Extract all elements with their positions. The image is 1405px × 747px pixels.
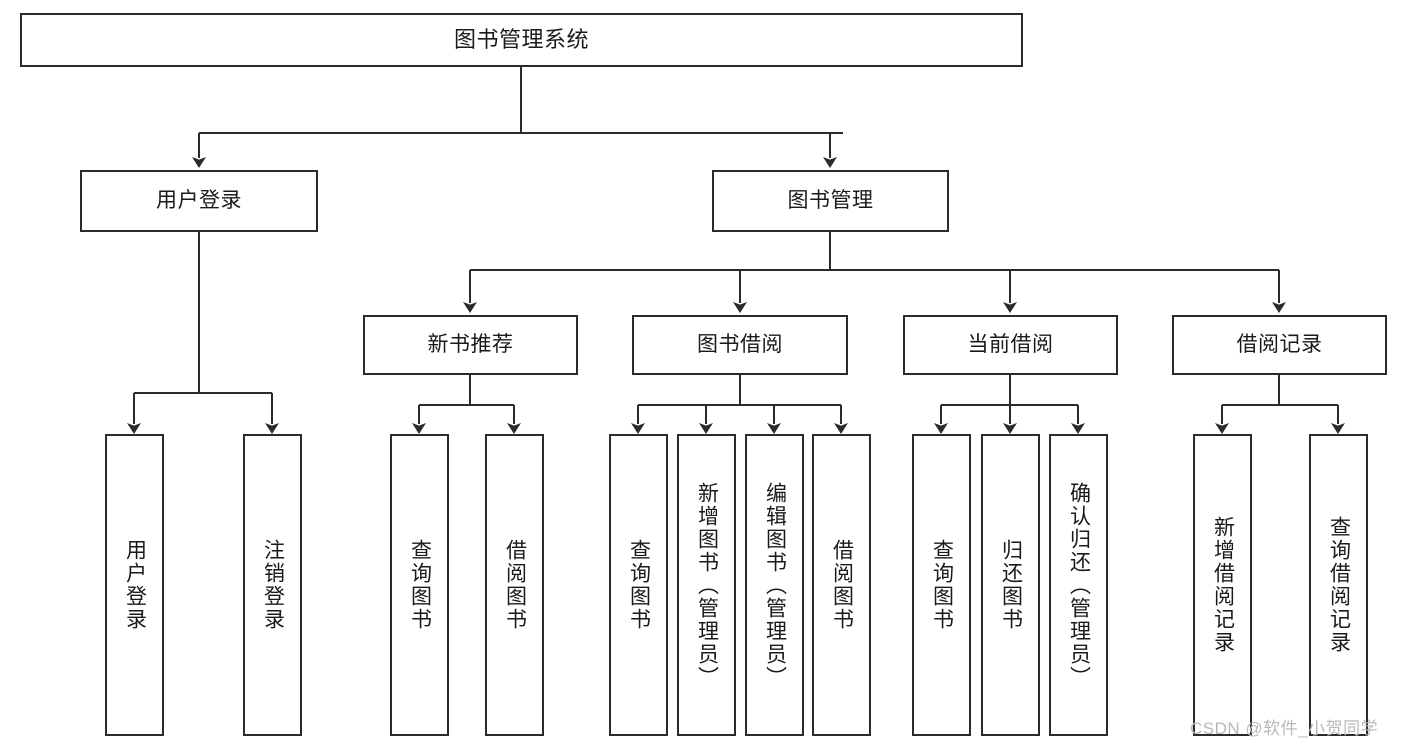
node-leaf-edit-book-label: 编辑图书（管理员） [763, 481, 787, 689]
node-leaf-query-book-2-label: 查询图书 [627, 539, 651, 631]
node-current-borrow[interactable]: 当前借阅 [903, 315, 1118, 375]
node-leaf-borrow-book-1-label: 借阅图书 [503, 539, 527, 631]
node-leaf-query-book-2[interactable]: 查询图书 [609, 434, 668, 736]
node-leaf-query-book-3-label: 查询图书 [930, 539, 954, 631]
node-leaf-query-book-1-label: 查询图书 [408, 539, 432, 631]
node-root-label: 图书管理系统 [453, 27, 589, 53]
node-leaf-query-book-3[interactable]: 查询图书 [912, 434, 971, 736]
node-leaf-add-book[interactable]: 新增图书（管理员） [677, 434, 736, 736]
node-leaf-user-login-label: 用户登录 [123, 539, 147, 631]
node-book-borrow-label: 图书借阅 [697, 332, 783, 356]
node-borrow-record[interactable]: 借阅记录 [1172, 315, 1387, 375]
node-book-management-label: 图书管理 [787, 188, 874, 212]
node-leaf-add-book-label: 新增图书（管理员） [695, 481, 719, 689]
node-leaf-borrow-book-2-label: 借阅图书 [830, 539, 854, 631]
node-leaf-query-book-1[interactable]: 查询图书 [390, 434, 449, 736]
node-current-borrow-label: 当前借阅 [967, 332, 1054, 356]
node-leaf-logout-login-label: 注销登录 [261, 539, 285, 631]
node-root-book-management-system[interactable]: 图书管理系统 [20, 13, 1023, 67]
node-new-book-recommend-label: 新书推荐 [427, 332, 514, 356]
node-user-login-label: 用户登录 [156, 188, 242, 212]
node-leaf-logout-login[interactable]: 注销登录 [243, 434, 302, 736]
node-leaf-user-login[interactable]: 用户登录 [105, 434, 164, 736]
node-leaf-confirm-return-label: 确认归还（管理员） [1067, 481, 1091, 689]
node-leaf-confirm-return[interactable]: 确认归还（管理员） [1049, 434, 1108, 736]
node-leaf-add-record[interactable]: 新增借阅记录 [1193, 434, 1252, 736]
node-book-management[interactable]: 图书管理 [712, 170, 949, 232]
node-leaf-return-book-label: 归还图书 [999, 539, 1023, 631]
node-leaf-edit-book[interactable]: 编辑图书（管理员） [745, 434, 804, 736]
csdn-watermark: CSDN @软件_小贺同学 [1190, 719, 1379, 738]
node-book-borrow[interactable]: 图书借阅 [632, 315, 848, 375]
node-user-login[interactable]: 用户登录 [80, 170, 318, 232]
node-leaf-return-book[interactable]: 归还图书 [981, 434, 1040, 736]
node-leaf-add-record-label: 新增借阅记录 [1211, 516, 1235, 654]
node-leaf-borrow-book-2[interactable]: 借阅图书 [812, 434, 871, 736]
node-leaf-borrow-book-1[interactable]: 借阅图书 [485, 434, 544, 736]
node-new-book-recommend[interactable]: 新书推荐 [363, 315, 578, 375]
node-borrow-record-label: 借阅记录 [1236, 332, 1323, 356]
node-leaf-query-record-label: 查询借阅记录 [1327, 516, 1351, 654]
node-leaf-query-record[interactable]: 查询借阅记录 [1309, 434, 1368, 736]
